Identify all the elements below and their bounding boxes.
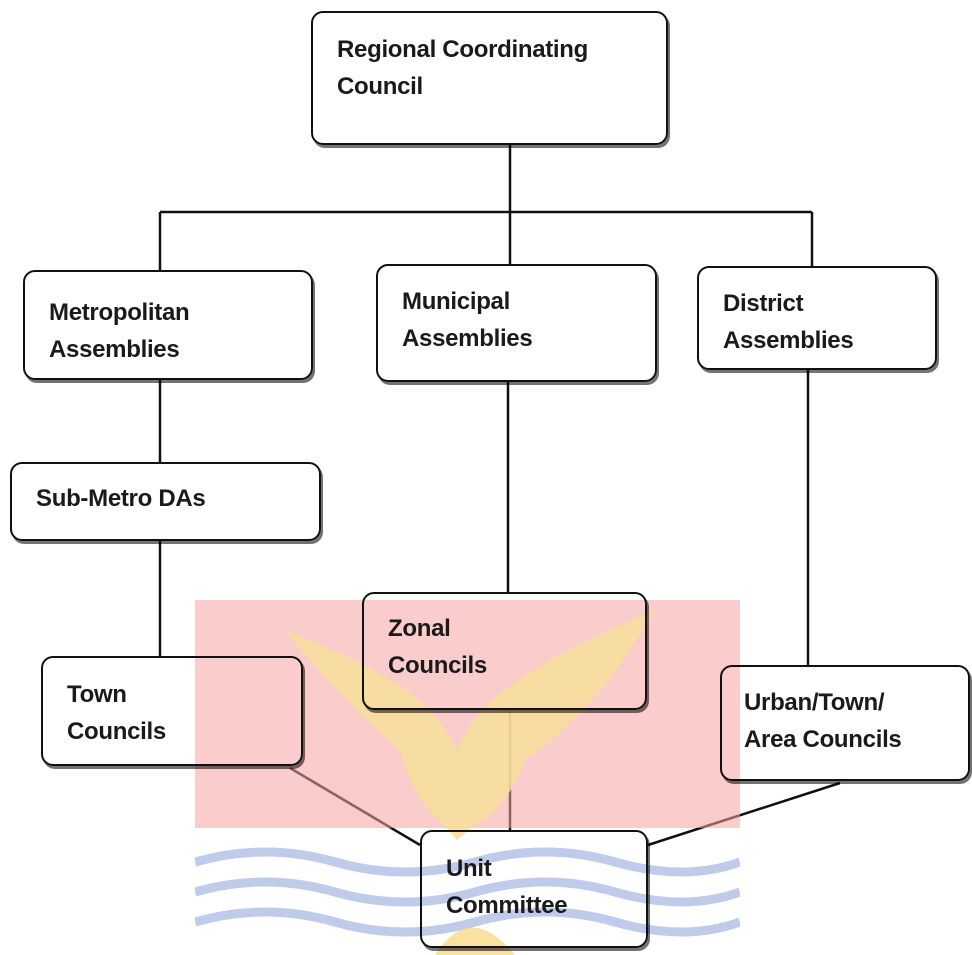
node-town-councils: Town Councils <box>41 656 303 766</box>
watermark-sun <box>435 927 515 955</box>
node-urban-town-area-councils: Urban/Town/ Area Councils <box>720 665 970 781</box>
node-zonal-label: Zonal Councils <box>388 615 487 680</box>
watermark-crest <box>195 600 740 955</box>
node-urban-label: Urban/Town/ Area Councils <box>744 689 902 754</box>
node-municipal-label: Municipal Assemblies <box>402 288 533 353</box>
node-sub-metro-das: Sub-Metro DAs <box>10 462 321 541</box>
watermark-eagle <box>285 610 655 840</box>
node-unit-committee: Unit Committee <box>420 830 648 948</box>
node-zonal-councils: Zonal Councils <box>362 592 647 710</box>
watermark-waves <box>195 847 740 937</box>
node-municipal-assemblies: Municipal Assemblies <box>376 264 657 382</box>
node-unit-label: Unit Committee <box>446 855 568 920</box>
node-submetro-label: Sub-Metro DAs <box>36 485 206 512</box>
node-regional-label: Regional Coordinating Council <box>337 36 589 101</box>
node-district-label: District Assemblies <box>723 290 854 355</box>
node-metropolitan-label: Metropolitan Assemblies <box>49 299 190 364</box>
node-town-label: Town Councils <box>67 681 166 746</box>
connector-urban-unit <box>647 781 841 847</box>
node-metropolitan-assemblies: Metropolitan Assemblies <box>23 270 313 380</box>
node-regional-coordinating-council: Regional Coordinating Council <box>311 11 668 145</box>
node-district-assemblies: District Assemblies <box>697 266 937 370</box>
